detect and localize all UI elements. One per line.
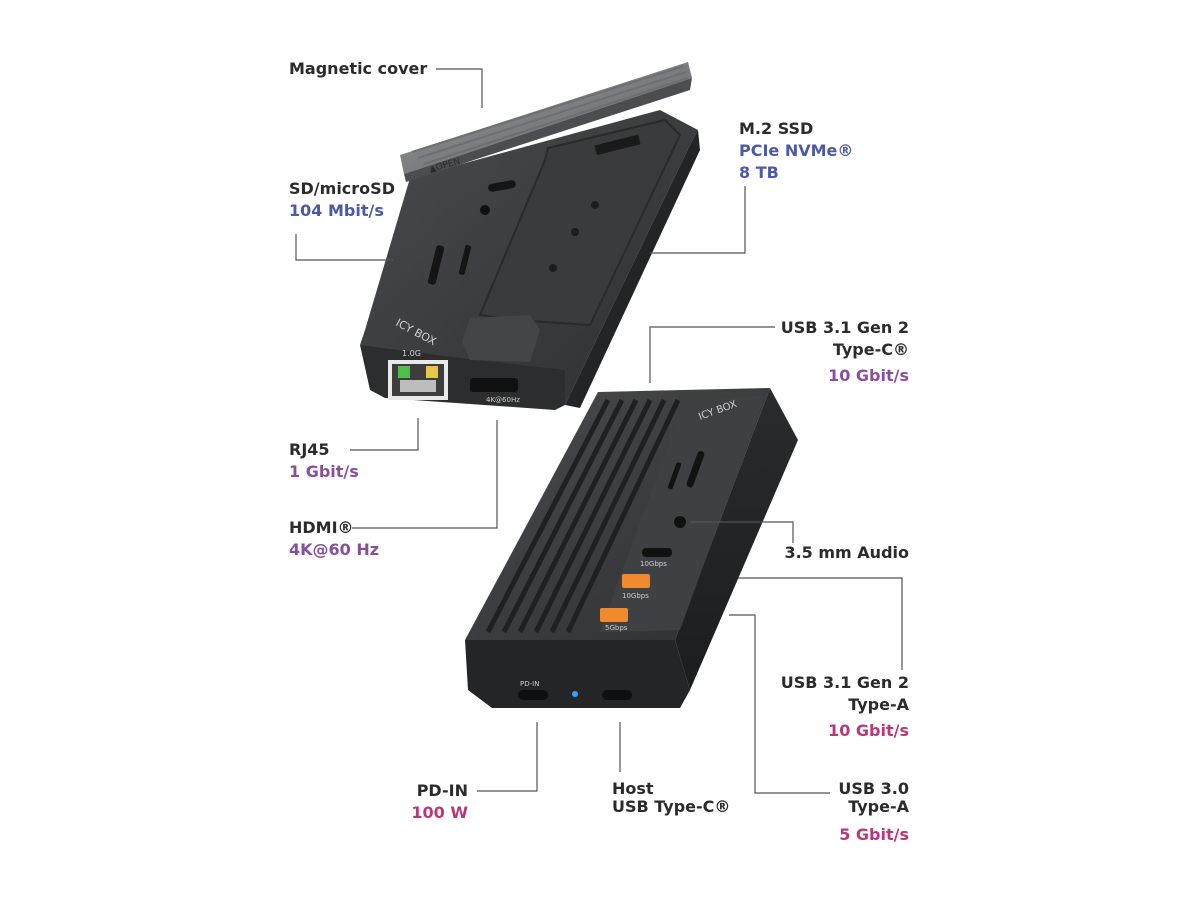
sd-microsd-title: SD/microSD bbox=[289, 179, 395, 198]
gbe-mark: 1.0G bbox=[402, 349, 421, 358]
upper-device: ICY BOX 1.0G 4K@60Hz ▲OPEN bbox=[360, 62, 700, 410]
label-m2-ssd: M.2 SSD PCIe NVMe® 8 TB bbox=[739, 118, 853, 184]
screw-hole bbox=[571, 228, 579, 236]
heatsink-ribs bbox=[485, 398, 681, 634]
label-usb31-typea: USB 3.1 Gen 2 Type-A 10 Gbit/s bbox=[781, 672, 909, 742]
usb-a-port-10g bbox=[622, 574, 650, 588]
sd-slot-lower bbox=[686, 450, 705, 488]
line-pd-in bbox=[477, 722, 538, 792]
usb30-typea-title1: USB 3.0 bbox=[838, 779, 909, 798]
label-usb30-typea: USB 3.0 Type-A 5 Gbit/s bbox=[838, 780, 909, 846]
audio-jack-lower bbox=[674, 516, 686, 528]
usb-c-port-lower bbox=[642, 548, 672, 557]
hdmi-resolution: 4K@60 Hz bbox=[289, 540, 380, 559]
host-usbc-title2: USB Type-C® bbox=[612, 797, 731, 816]
usb31-typec-title1: USB 3.1 Gen 2 bbox=[780, 318, 909, 337]
ssd-connector-slot bbox=[594, 134, 641, 156]
label-rj45: RJ45 1 Gbit/s bbox=[289, 439, 359, 483]
hdmi-mark: 4K@60Hz bbox=[486, 396, 520, 404]
lower-port-panel bbox=[600, 396, 765, 632]
line-magnetic-cover bbox=[436, 68, 483, 108]
callout-lines bbox=[295, 68, 903, 794]
pd-in-mark: PD-IN bbox=[520, 680, 539, 688]
sd-slot bbox=[427, 245, 445, 285]
label-magnetic-cover: Magnetic cover bbox=[289, 58, 427, 80]
label-sd-microsd: SD/microSD 104 Mbit/s bbox=[289, 178, 395, 222]
upper-device-right-side bbox=[565, 130, 700, 408]
usb31-typea-title1: USB 3.1 Gen 2 bbox=[780, 673, 909, 692]
line-sd bbox=[295, 234, 393, 261]
pd-in-title: PD-IN bbox=[416, 781, 468, 800]
lower-device: ICY BOX 10Gbps 10Gbps 5Gbps PD-IN bbox=[465, 388, 798, 708]
audio-title: 3.5 mm Audio bbox=[784, 543, 909, 562]
lower-device-front-face bbox=[465, 640, 690, 708]
speed-mark-5-a: 5Gbps bbox=[605, 624, 628, 632]
screw-hole bbox=[591, 201, 599, 209]
hdmi-port bbox=[470, 378, 518, 392]
microsd-slot bbox=[458, 245, 472, 275]
usb31-typea-title2: Type-A bbox=[848, 695, 909, 714]
status-led bbox=[572, 691, 578, 697]
m2-ssd-title: M.2 SSD bbox=[739, 119, 814, 138]
rj45-title: RJ45 bbox=[289, 440, 330, 459]
line-m2-ssd bbox=[650, 186, 746, 254]
usb31-typea-speed: 10 Gbit/s bbox=[828, 721, 909, 740]
line-audio bbox=[690, 521, 794, 543]
magnetic-cover-title: Magnetic cover bbox=[289, 59, 428, 78]
usb31-typec-title2: Type-C® bbox=[832, 340, 909, 359]
label-pd-in: PD-IN 100 W bbox=[411, 780, 468, 824]
label-audio: 3.5 mm Audio bbox=[784, 542, 909, 564]
label-host-usbc: Host USB Type-C® bbox=[612, 780, 730, 816]
pd-in-port bbox=[518, 690, 548, 700]
audio-jack bbox=[480, 205, 490, 215]
speed-mark-10-c: 10Gbps bbox=[640, 560, 667, 568]
line-usb31-typec bbox=[649, 326, 775, 383]
label-usb31-typec: USB 3.1 Gen 2 Type-C® 10 Gbit/s bbox=[781, 317, 909, 387]
pd-in-power: 100 W bbox=[411, 803, 468, 822]
label-hdmi: HDMI® 4K@60 Hz bbox=[289, 517, 379, 561]
hdmi-title: HDMI® bbox=[289, 518, 354, 537]
usb30-typea-title2: Type-A bbox=[848, 797, 909, 816]
line-usb31-typea bbox=[738, 577, 903, 670]
microsd-slot-lower bbox=[667, 462, 682, 490]
magnetic-cover: ▲OPEN bbox=[400, 62, 692, 182]
usb-a-port-5g bbox=[600, 608, 628, 622]
rj45-speed: 1 Gbit/s bbox=[289, 462, 359, 481]
usb30-typea-speed: 5 Gbit/s bbox=[839, 825, 909, 844]
host-usbc-port bbox=[602, 690, 632, 700]
m2-ssd-interface: PCIe NVMe® bbox=[739, 141, 854, 160]
line-hdmi bbox=[352, 420, 498, 529]
speed-mark-10-a: 10Gbps bbox=[622, 592, 649, 600]
usb31-typec-speed: 10 Gbit/s bbox=[828, 366, 909, 385]
host-usbc-title1: Host bbox=[612, 779, 654, 798]
screw-hole bbox=[549, 264, 557, 272]
usb-c-port-top bbox=[488, 180, 516, 192]
front-raised-block bbox=[462, 315, 540, 362]
rj45-port bbox=[388, 360, 448, 400]
sd-microsd-speed: 104 Mbit/s bbox=[289, 201, 384, 220]
m2-ssd-capacity: 8 TB bbox=[739, 163, 779, 182]
line-rj45 bbox=[350, 418, 419, 451]
line-usb30-typea bbox=[729, 614, 830, 794]
ssd-bay bbox=[478, 118, 682, 327]
lower-device-right-side bbox=[675, 388, 798, 690]
